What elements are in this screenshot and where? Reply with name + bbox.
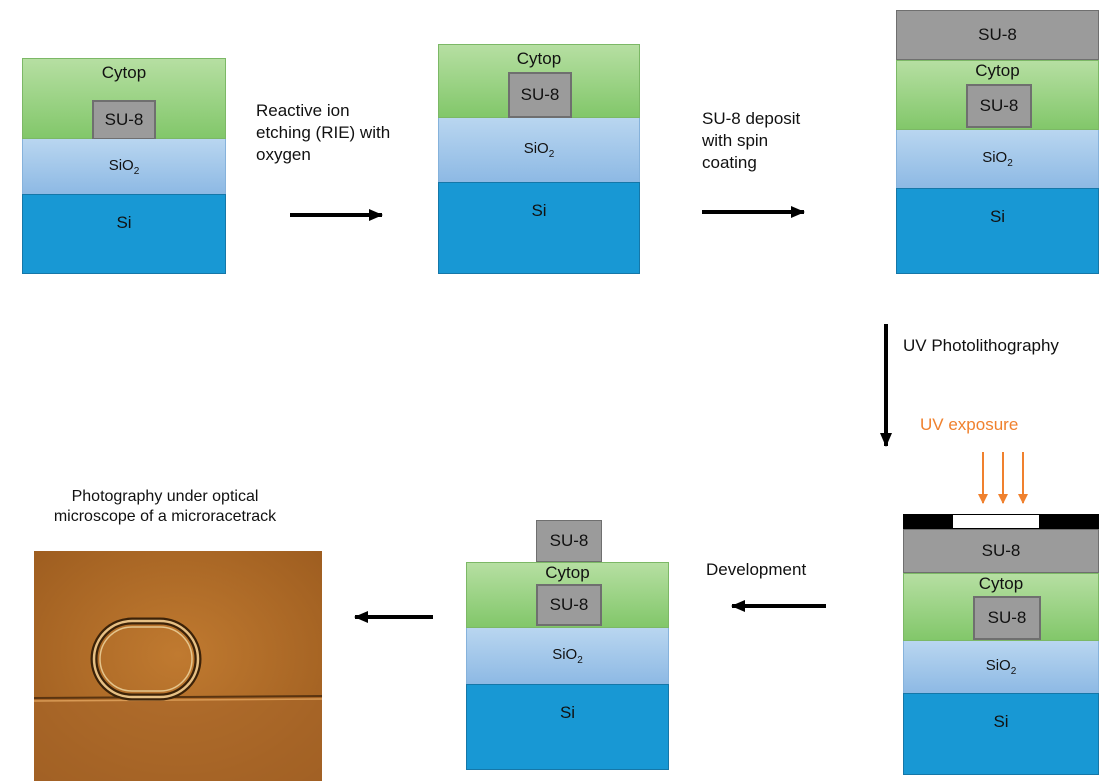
su8-label: SU-8 (978, 25, 1017, 44)
si-layer: Si (22, 194, 226, 274)
su8-top-layer: SU-8 (896, 10, 1099, 60)
cytop-label: Cytop (975, 61, 1020, 80)
si-label: Si (989, 207, 1006, 226)
sio2-layer: SiO2 (896, 130, 1099, 188)
sio2-label: SiO2 (552, 646, 583, 666)
su8-ring-top: SU-8 (536, 520, 602, 562)
su8-waveguide: SU-8 (973, 596, 1041, 640)
photomask-opening (953, 514, 1039, 529)
su8-label: SU-8 (979, 96, 1019, 115)
photomask-left (903, 514, 953, 529)
sio2-layer: SiO2 (22, 139, 226, 194)
si-layer: Si (896, 188, 1099, 274)
photomask-right (1039, 514, 1099, 529)
si-layer: Si (438, 182, 640, 274)
stack-after-su8-deposit: SU-8 Cytop SU-8 SiO2 Si (896, 10, 1099, 274)
cytop-label: Cytop (516, 49, 562, 68)
su8-label: SU-8 (520, 85, 560, 104)
stack-developed: SU-8 Cytop SU-8 SiO2 Si (466, 520, 669, 770)
photo-caption: Photography under optical microscope of … (53, 488, 277, 525)
sio2-label: SiO2 (982, 149, 1013, 169)
microscope-image (34, 551, 322, 781)
su8-label: SU-8 (987, 608, 1027, 627)
sio2-layer: SiO2 (438, 118, 640, 182)
sio2-layer: SiO2 (466, 628, 669, 684)
su8-waveguide: SU-8 (966, 84, 1032, 128)
sio2-layer: SiO2 (903, 641, 1099, 693)
su8-label: SU-8 (549, 531, 589, 550)
su8-label: SU-8 (981, 541, 1021, 560)
su8-label: SU-8 (104, 110, 144, 129)
cytop-label: Cytop (978, 574, 1024, 593)
su8-top-layer: SU-8 (903, 529, 1099, 573)
si-label: Si (559, 703, 576, 722)
stack-initial: Cytop SU-8 SiO2 Si (22, 58, 226, 274)
sio2-label: SiO2 (985, 657, 1017, 677)
step-development-label: Development (706, 560, 807, 579)
su8-waveguide: SU-8 (536, 584, 602, 626)
step-su8-deposit-label: SU-8 deposit with spin coating (702, 109, 801, 172)
si-layer: Si (466, 684, 669, 770)
cytop-label: Cytop (101, 63, 147, 82)
cytop-label: Cytop (545, 563, 590, 582)
si-label: Si (531, 201, 547, 220)
si-label: Si (993, 712, 1009, 731)
microracetrack-photo (34, 551, 322, 781)
uv-exposure-label: UV exposure (920, 415, 1019, 434)
step-rie-label: Reactive ion etching (RIE) with oxygen (256, 101, 391, 164)
step-uv-photolithography-label: UV Photolithography (903, 336, 1059, 355)
su8-label: SU-8 (549, 595, 589, 614)
si-label: Si (116, 213, 132, 232)
su8-waveguide: SU-8 (508, 72, 572, 118)
stack-after-rie: Cytop SU-8 SiO2 Si (438, 44, 640, 274)
sio2-label: SiO2 (523, 140, 555, 160)
sio2-label: SiO2 (108, 156, 140, 177)
